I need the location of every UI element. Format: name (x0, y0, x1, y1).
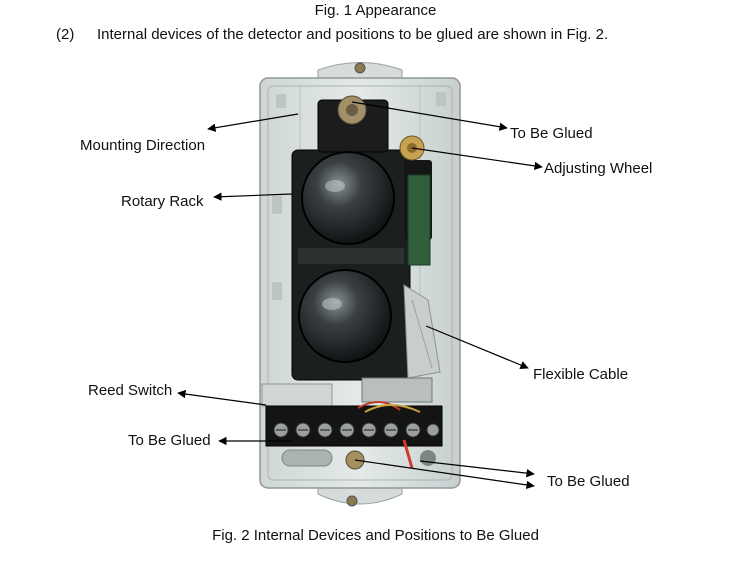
label-reed-switch: Reed Switch (88, 382, 173, 399)
reed-switch (261, 377, 433, 407)
label-adjusting-wheel: Adjusting Wheel (544, 160, 653, 177)
arrow-glued-top (351, 101, 508, 131)
arrow-flexible-cable (425, 325, 529, 370)
label-flexible-cable: Flexible Cable (533, 366, 629, 383)
arrow-glued-bottom-1 (354, 459, 535, 490)
leader-arrows (177, 101, 543, 490)
arrow-reed-switch (177, 389, 267, 406)
lower-lens (298, 269, 392, 363)
arrow-adjusting-wheel (411, 147, 543, 171)
flexible-cable (403, 284, 441, 379)
paragraph-text: Internal devices of the detector and pos… (97, 26, 609, 43)
label-to-be-glued-left: To Be Glued (128, 432, 211, 449)
label-rotary-rack: Rotary Rack (121, 193, 204, 210)
label-mounting-direction: Mounting Direction (80, 137, 206, 154)
fig2-caption: Fig. 2 Internal Devices and Positions to… (212, 527, 539, 544)
paragraph-number: (2) (56, 26, 75, 43)
arrow-mounting-direction (207, 113, 299, 132)
top-mounting-tab (317, 62, 403, 83)
upper-lens (301, 151, 395, 245)
top-gear (337, 95, 367, 125)
label-to-be-glued-bottom: To Be Glued (547, 473, 630, 490)
wires (357, 401, 421, 469)
arrow-glued-bottom-2 (419, 460, 535, 478)
fig1-caption: Fig. 1 Appearance (314, 2, 437, 19)
arrow-rotary-rack (213, 192, 293, 201)
label-to-be-glued-top: To Be Glued (510, 125, 593, 142)
terminal-block (265, 405, 443, 447)
circuit-board (407, 174, 431, 266)
bottom-slot (281, 449, 333, 467)
